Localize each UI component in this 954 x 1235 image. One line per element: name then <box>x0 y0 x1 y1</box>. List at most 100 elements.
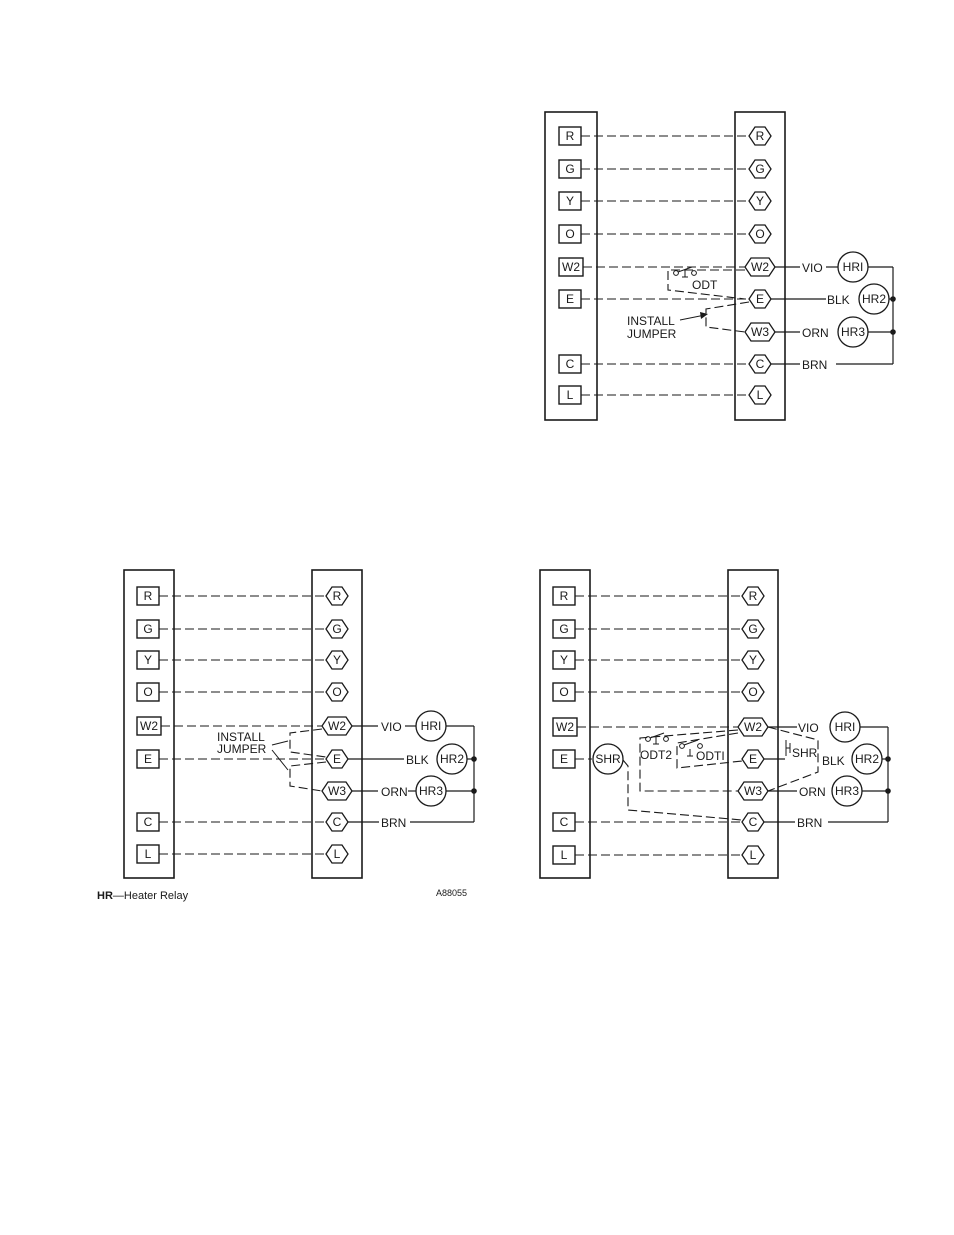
board-terminal-o-label: O <box>755 227 764 241</box>
wire-blk-label: BLK <box>827 293 850 307</box>
diagram-bottom-left: R R G G Y Y O O W2 W2 E E W3 C C <box>97 570 477 902</box>
thermostat-terminal-e-label: E <box>566 292 574 306</box>
thermostat-terminal-l-label: L <box>145 847 152 861</box>
odt1-label: ODTI <box>696 749 725 763</box>
board-terminal-l-label: L <box>757 388 764 402</box>
relay-hr3-label: HR3 <box>835 784 859 798</box>
board-terminal-g-label: G <box>755 162 764 176</box>
junction-dot <box>471 756 477 762</box>
relay-hr1-label: HRI <box>843 260 864 274</box>
jumper-arrow <box>272 741 288 745</box>
thermostat-terminal-c-label: C <box>566 357 575 371</box>
board-terminal-r-label: R <box>749 589 758 603</box>
relay-hr2-label: HR2 <box>855 752 879 766</box>
wire-blk-label: BLK <box>822 754 845 768</box>
thermostat-terminal-o-label: O <box>559 685 568 699</box>
diagram-bottom-right: R R G G Y Y O O W2 W2 E SHR E W3 <box>540 570 891 878</box>
odt2-label: ODT2 <box>640 748 672 762</box>
relay-shr-label: SHR <box>595 752 621 766</box>
board-terminal-g-label: G <box>332 622 341 636</box>
relay-hr2-label: HR2 <box>862 292 886 306</box>
junction-dot <box>885 788 891 794</box>
thermostat-terminal-l-label: L <box>561 848 568 862</box>
legend: HR—Heater Relay <box>97 890 189 902</box>
wire-brn-label: BRN <box>381 816 406 830</box>
thermostat-terminal-y-label: Y <box>566 194 574 208</box>
relay-hr2-label: HR2 <box>440 752 464 766</box>
board-terminal-o-label: O <box>748 685 757 699</box>
board-terminal-y-label: Y <box>333 653 341 667</box>
board-terminal-e-label: E <box>333 752 341 766</box>
shr-contact <box>786 740 790 756</box>
board-terminal-l-label: L <box>750 848 757 862</box>
thermostat-terminal-g-label: G <box>565 162 574 176</box>
wire-vio-label: VIO <box>802 261 823 275</box>
board-terminal-l-label: L <box>334 847 341 861</box>
wire-brn-label: BRN <box>797 816 822 830</box>
board-terminal-r-label: R <box>333 589 342 603</box>
wire-orn-label: ORN <box>381 785 408 799</box>
board-terminal-e-label: E <box>756 292 764 306</box>
thermostat-terminal-l-label: L <box>567 388 574 402</box>
board-terminal-y-label: Y <box>749 653 757 667</box>
junction-dot <box>471 788 477 794</box>
board-terminal-y-label: Y <box>756 194 764 208</box>
junction-dot <box>890 296 896 302</box>
wire-blk-label: BLK <box>406 753 429 767</box>
thermostat-terminal-c-label: C <box>144 815 153 829</box>
board-terminal-c-label: C <box>749 815 758 829</box>
board-terminal-c-label: C <box>333 815 342 829</box>
wire-vio-label: VIO <box>798 721 819 735</box>
thermostat-terminal-r-label: R <box>560 589 569 603</box>
odt-label: ODT <box>692 278 718 292</box>
wire-brn-label: BRN <box>802 358 827 372</box>
thermostat-terminal-y-label: Y <box>560 653 568 667</box>
board-terminal-r-label: R <box>756 129 765 143</box>
wire-orn-label: ORN <box>799 785 826 799</box>
jumper-arrow <box>272 750 288 770</box>
board-terminal-w3-label: W3 <box>744 784 762 798</box>
thermostat-terminal-w2-label: W2 <box>556 720 574 734</box>
relay-hr1-label: HRI <box>421 719 442 733</box>
board-terminal-w2-label: W2 <box>328 719 346 733</box>
thermostat-terminal-r-label: R <box>566 129 575 143</box>
board-terminal-w3-label: W3 <box>328 784 346 798</box>
junction-dot <box>885 756 891 762</box>
board-terminal-g-label: G <box>748 622 757 636</box>
thermostat-terminal-o-label: O <box>143 685 152 699</box>
board-terminal-o-label: O <box>332 685 341 699</box>
thermostat-terminal-y-label: Y <box>144 653 152 667</box>
wire-orn-label: ORN <box>802 326 829 340</box>
relay-hr1-label: HRI <box>835 720 856 734</box>
legend-text: —Heater Relay <box>113 890 189 902</box>
thermostat-terminal-e-label: E <box>560 752 568 766</box>
board-terminal-w2-label: W2 <box>751 260 769 274</box>
thermostat-terminal-e-label: E <box>144 752 152 766</box>
jumper-arrowhead <box>700 312 708 319</box>
legend-abbr: HR <box>97 890 113 902</box>
jumper-label-line1: INSTALL <box>627 314 675 328</box>
wire-vio-label: VIO <box>381 720 402 734</box>
thermostat-terminal-o-label: O <box>565 227 574 241</box>
thermostat-terminal-r-label: R <box>144 589 153 603</box>
board-terminal-w3-label: W3 <box>751 325 769 339</box>
diagram-top: R R G G Y Y O O W2 W2 E E W3 <box>545 112 896 420</box>
junction-dot <box>890 329 896 335</box>
relay-hr3-label: HR3 <box>841 325 865 339</box>
thermostat-terminal-g-label: G <box>559 622 568 636</box>
figure-id: A88055 <box>436 888 467 898</box>
relay-hr3-label: HR3 <box>419 784 443 798</box>
odt2-switch <box>646 733 669 744</box>
jumper-label-line2: JUMPER <box>627 327 677 341</box>
thermostat-terminal-w2-label: W2 <box>140 719 158 733</box>
thermostat-terminal-c-label: C <box>560 815 569 829</box>
odt-switch <box>674 267 697 277</box>
thermostat-terminal-w2-label: W2 <box>562 260 580 274</box>
jumper-label-line2: JUMPER <box>217 742 267 756</box>
thermostat-terminal-g-label: G <box>143 622 152 636</box>
board-terminal-e-label: E <box>749 752 757 766</box>
board-terminal-c-label: C <box>756 357 765 371</box>
board-terminal-w2-label: W2 <box>744 720 762 734</box>
shr-contact-label: SHR <box>792 746 818 760</box>
